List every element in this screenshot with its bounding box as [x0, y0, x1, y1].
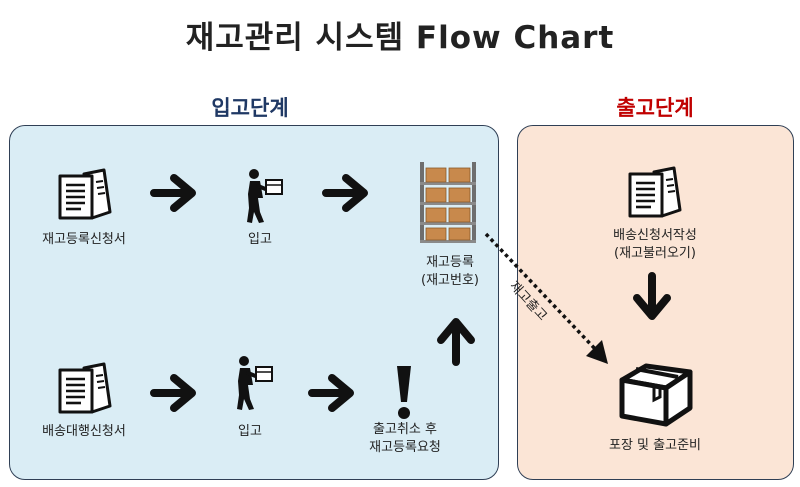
box-icon: [619, 363, 693, 427]
inbound-section-title: 입고단계: [211, 96, 289, 120]
delivery-request-label: 배송대행신청서: [42, 424, 126, 439]
dotted-arrow-icon: [484, 232, 608, 364]
inbound-label-2: 입고: [238, 424, 262, 439]
document-icon: [54, 168, 114, 224]
arrow-right-icon: [150, 373, 200, 413]
stock-request-label: 재고등록신청서: [42, 232, 126, 247]
packing-label: 포장 및 출고준비: [609, 438, 701, 453]
document-icon: [624, 166, 684, 222]
arrow-right-icon: [322, 173, 372, 213]
person-carrying-box-icon: [230, 355, 274, 411]
inbound-label-1: 입고: [248, 232, 272, 247]
cancel-then-register-label: 출고취소 후 재고등록요청: [369, 422, 441, 455]
outbound-section-title: 출고단계: [616, 96, 694, 120]
document-icon: [54, 362, 114, 418]
warehouse-shelf-icon: [420, 162, 476, 243]
page-title: 재고관리 시스템 Flow Chart: [185, 20, 615, 56]
arrow-up-icon: [436, 316, 476, 366]
arrow-down-icon: [632, 272, 672, 322]
delivery-form-label: 배송신청서작성 (재고불러오기): [613, 228, 697, 261]
person-carrying-box-icon: [240, 168, 284, 224]
arrow-right-icon: [308, 373, 358, 413]
exclamation-icon: [397, 366, 411, 419]
arrow-right-icon: [150, 173, 200, 213]
stock-register-label: 재고등록 (재고번호): [421, 255, 479, 288]
